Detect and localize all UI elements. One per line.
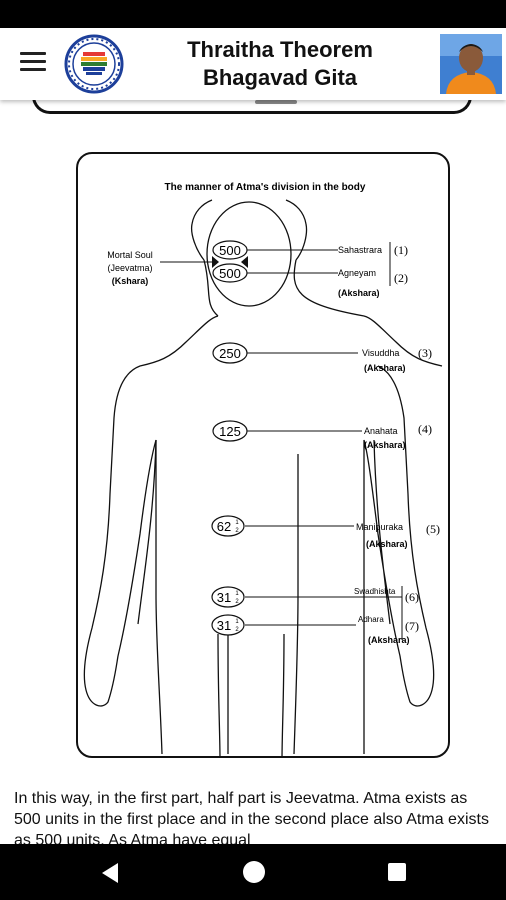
chakra-7-name: Adhara: [358, 615, 384, 624]
arms-outline: [137, 365, 435, 754]
value-500-bottom: 500: [212, 263, 248, 283]
body-outline: [83, 199, 443, 755]
chakra-4-name: Anahata: [364, 426, 398, 436]
chakra-3-name: Visuddha: [362, 348, 399, 358]
page-title: Thraitha Theorem Bhagavad Gita: [140, 36, 420, 92]
value-125: 125: [212, 420, 248, 442]
chakra-7-num: (7): [405, 619, 419, 633]
value-text: 31: [217, 590, 231, 605]
previous-card: [32, 100, 472, 114]
chakra-6-num: (6): [405, 590, 419, 604]
avatar[interactable]: [440, 34, 502, 94]
diagram-title: The manner of Atma's division in the bod…: [165, 182, 366, 193]
jeevatma-label-line3: (Kshara): [112, 276, 149, 286]
atma-division-diagram: The manner of Atma's division in the bod…: [76, 152, 450, 758]
value-text: 62: [217, 519, 231, 534]
value-text: 125: [219, 424, 241, 439]
chakra-5-tag: (Akshara): [366, 539, 408, 549]
navigation-bar: [0, 844, 506, 900]
fraction-den: 2: [235, 627, 239, 633]
recent-apps-icon[interactable]: [388, 863, 406, 881]
jeevatma-marker: [241, 256, 248, 268]
card-tab: [255, 100, 297, 104]
value-text: 500: [219, 243, 241, 258]
value-text: 250: [219, 346, 241, 361]
fraction-den: 2: [235, 599, 239, 605]
menu-icon[interactable]: [20, 52, 46, 74]
logo-emblem: [64, 34, 124, 94]
value-500-top: 500: [212, 240, 248, 260]
jeevatma-marker: [212, 256, 219, 268]
body-paragraph: In this way, in the first part, half par…: [14, 790, 489, 844]
content-scroll-area[interactable]: The manner of Atma's division in the bod…: [0, 100, 506, 844]
value-31-upper: 31 1 2: [211, 586, 245, 608]
fraction-num: 1: [235, 619, 239, 625]
chakra-3-tag: (Akshara): [364, 363, 406, 373]
chakra-5-name: Manipuraka: [356, 522, 403, 532]
chakra-2-num: (2): [394, 271, 408, 285]
chakra-1-name: Sahastrara: [338, 245, 382, 255]
value-text: 31: [217, 618, 231, 633]
chakra-2-name: Agneyam: [338, 268, 376, 278]
diagram-svg: The manner of Atma's division in the bod…: [83, 182, 443, 756]
head-outline: [206, 201, 292, 307]
chakra-5-num: (5): [426, 522, 440, 536]
value-62: 62 1 2: [211, 515, 245, 537]
app-bar: Thraitha Theorem Bhagavad Gita: [0, 28, 506, 100]
title-line-2: Bhagavad Gita: [202, 65, 358, 90]
chakra-3-num: (3): [418, 346, 432, 360]
chakra-1-num: (1): [394, 243, 408, 257]
value-31-lower: 31 1 2: [211, 614, 245, 636]
jeevatma-label-line2: (Jeevatma): [107, 263, 152, 273]
back-icon[interactable]: [100, 862, 120, 884]
value-250: 250: [212, 342, 248, 364]
chakra-7-tag: (Akshara): [368, 635, 410, 645]
home-icon[interactable]: [243, 861, 265, 883]
fraction-num: 1: [235, 520, 239, 526]
chakra-4-num: (4): [418, 422, 432, 436]
chakra-4-tag: (Akshara): [364, 440, 406, 450]
value-text: 500: [219, 266, 241, 281]
chakra-6-name: Swadhishta: [354, 587, 396, 596]
legs-outline: [217, 633, 285, 756]
status-bar: [0, 0, 506, 28]
jeevatma-label-line1: Mortal Soul: [107, 250, 153, 260]
fraction-num: 1: [235, 591, 239, 597]
chakra-2-tag: (Akshara): [338, 288, 380, 298]
title-line-1: Thraitha Theorem: [187, 37, 373, 62]
fraction-den: 2: [235, 528, 239, 534]
